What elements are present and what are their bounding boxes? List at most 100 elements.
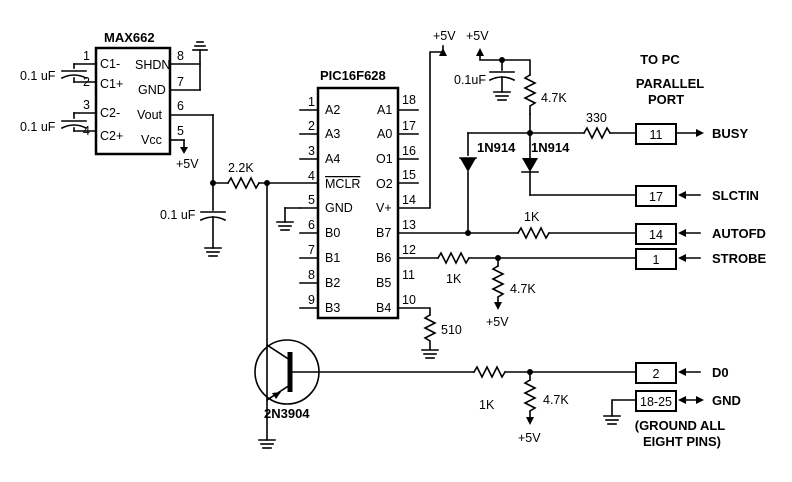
pic-pin1-num: 1	[308, 95, 315, 109]
arrow-right-icon	[696, 396, 704, 404]
max662-pin6-num: 6	[177, 99, 184, 113]
supply-arrow-icon	[439, 48, 447, 56]
pic-b3: B3	[325, 301, 340, 315]
port-signal: D0	[712, 365, 729, 380]
r-busy-label: 330	[586, 111, 607, 125]
emitter-arrow-icon	[272, 392, 281, 399]
pic-o1: O1	[376, 152, 393, 166]
pic-pin12-num: 12	[402, 243, 416, 257]
port-pin-slctin: 17 SLCTIN	[635, 185, 759, 207]
port-signal: STROBE	[712, 251, 767, 266]
pic-a2: A2	[325, 103, 340, 117]
diode2-symbol	[522, 158, 538, 172]
pic-mclr: MCLR	[325, 177, 360, 191]
pic-pin4-num: 4	[308, 169, 315, 183]
vcc-arrow-icon	[180, 147, 188, 154]
port-pin-strobe: 1 STROBE	[635, 248, 767, 270]
port-pin-autofd: 14 AUTOFD	[635, 223, 766, 245]
pic-pin2-num: 2	[308, 119, 315, 133]
max662-vcc: Vcc	[141, 133, 162, 147]
r-d0-pull-symbol	[523, 378, 537, 418]
ground-icon	[421, 349, 439, 359]
port-signal: AUTOFD	[712, 226, 766, 241]
pic-pin6-num: 6	[308, 218, 315, 232]
ground-icon	[276, 221, 294, 231]
pic-a1: A1	[377, 103, 392, 117]
port-pin-num: 11	[650, 128, 663, 142]
port-pin-d0: 2 D0	[635, 362, 729, 384]
ground-icon	[204, 247, 222, 257]
pic-pin8-num: 8	[308, 268, 315, 282]
pic-right-pins: A1 A0 O1 O2 V+ B7 B6 B5 B4 18 17 16 15 1…	[376, 93, 419, 315]
pic-chip	[316, 86, 400, 320]
r-busy-symbol	[582, 126, 612, 140]
r-strobe-pull-symbol	[491, 264, 505, 303]
arrow-left-icon	[678, 191, 686, 199]
max662-vcc-supply: +5V	[176, 157, 199, 171]
pic-label: PIC16F628	[320, 68, 386, 83]
arrow-left-icon	[678, 229, 686, 237]
pic-b1: B1	[325, 251, 340, 265]
max662-gnd: GND	[138, 83, 166, 97]
port-pin-gnd: 18-25 GND	[603, 390, 741, 425]
max662-pin5-num: 5	[177, 124, 184, 138]
pic-a4: A4	[325, 152, 340, 166]
pic-b0: B0	[325, 226, 340, 240]
r-d0-symbol	[472, 365, 507, 379]
pic-pin11-num: 11	[402, 268, 415, 282]
pic-pin10-num: 10	[402, 293, 416, 307]
port-pin-num: 2	[653, 367, 660, 381]
port-title-3: PORT	[648, 92, 684, 107]
port-signal: GND	[712, 393, 741, 408]
pic-pin15-num: 15	[402, 168, 416, 182]
pic-left-pins: 1 2 3 4 5 6 7 8 9 A2 A3 A4 MCLR GND B0 B…	[299, 95, 360, 315]
max662-right-pins: SHDN GND Vout Vcc 8 7 6 5	[135, 49, 214, 184]
r-d0-pull-label: 4.7K	[543, 393, 569, 407]
r-top-label: 4.7K	[541, 91, 567, 105]
pic-o2: O2	[376, 177, 393, 191]
supply-arrow-icon	[476, 48, 484, 56]
pic-a3: A3	[325, 127, 340, 141]
port-pin-num: 17	[649, 190, 663, 204]
d0-pull-supply: +5V	[518, 431, 541, 445]
pic-a0: A0	[377, 127, 392, 141]
vplus1-label: +5V	[433, 29, 456, 43]
junction-dot	[465, 230, 471, 236]
arrow-right-icon	[696, 129, 704, 137]
cap1-symbol	[60, 63, 88, 83]
r-autofd-symbol	[516, 226, 551, 240]
pic-pin7-num: 7	[308, 243, 315, 257]
transistor-label: 2N3904	[264, 406, 310, 421]
port-title-1: TO PC	[640, 52, 680, 67]
diode1-symbol	[460, 158, 476, 172]
pic-gnd: GND	[325, 201, 353, 215]
pic-pin13-num: 13	[402, 218, 416, 232]
r-top-symbol	[523, 73, 537, 115]
max662-pin7-num: 7	[177, 75, 184, 89]
diode1-label: 1N914	[477, 140, 516, 155]
max662-chip	[94, 46, 172, 156]
r-strobe-label: 1K	[446, 272, 462, 286]
max662-pin8-num: 8	[177, 49, 184, 63]
r-mclr-label: 2.2K	[228, 161, 254, 175]
port-pin-busy: 11 BUSY	[635, 123, 748, 145]
max662-c1plus: C1+	[100, 77, 123, 91]
cap4-label: 0.1uF	[454, 73, 486, 87]
max662-pin1-num: 1	[83, 49, 90, 63]
cap2-symbol	[60, 112, 88, 132]
cap2-label: 0.1 uF	[20, 120, 56, 134]
max662-c1minus: C1-	[100, 57, 120, 71]
arrow-left-icon	[678, 254, 686, 262]
cap3-label: 0.1 uF	[160, 208, 196, 222]
max662-c2minus: C2-	[100, 106, 120, 120]
pic-b7: B7	[376, 226, 391, 240]
pic-pin9-num: 9	[308, 293, 315, 307]
pic-pin14-num: 14	[402, 193, 416, 207]
r-d0-label: 1K	[479, 398, 495, 412]
pic-pin3-num: 3	[308, 144, 315, 158]
port-pin-num: 1	[653, 253, 660, 267]
cap4-symbol	[488, 71, 516, 101]
gnd-note-1: (GROUND ALL	[635, 418, 726, 433]
max662-pin4-num: 4	[83, 124, 90, 138]
